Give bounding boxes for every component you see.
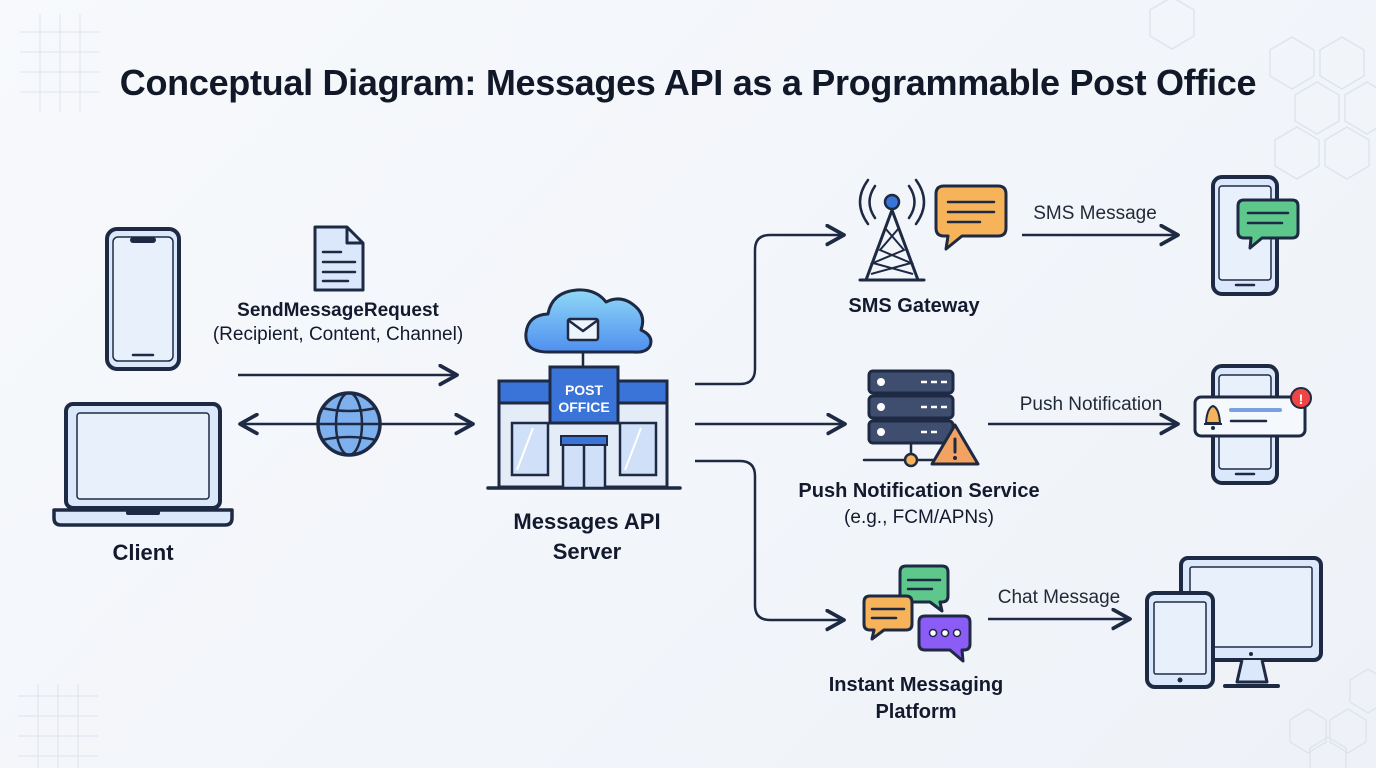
cloud-mail-icon <box>524 288 653 368</box>
desktop-monitor-icon <box>1179 556 1323 688</box>
client-smartphone-icon <box>105 227 181 371</box>
sms-recipient-phone-icon <box>1211 175 1300 296</box>
push-recipient-phone-icon <box>1193 364 1307 485</box>
client-label: Client <box>112 540 174 565</box>
warning-icon <box>930 423 980 466</box>
sms-gateway-label: SMS Gateway <box>848 295 980 317</box>
globe-icon <box>316 391 382 457</box>
server-label-line2: Server <box>552 539 622 564</box>
sms-bubble-icon <box>934 184 1008 251</box>
post-office-building-icon: POST OFFICE <box>486 365 682 490</box>
page-title: Conceptual Diagram: Messages API as a Pr… <box>119 62 1257 103</box>
server-rack-icon <box>862 369 960 468</box>
server-label-line1: Messages API <box>513 509 661 534</box>
push-service-sublabel: (e.g., FCM/APNs) <box>844 507 994 528</box>
branch-arrow-im <box>695 459 846 632</box>
branch-arrow-sms <box>695 223 846 386</box>
notification-badge-icon: ! <box>1290 387 1312 409</box>
tablet-icon <box>1145 591 1215 689</box>
background-hexagons <box>1149 0 1376 768</box>
sms-message-label: SMS Message <box>1033 203 1157 224</box>
client-laptop-icon <box>52 402 234 527</box>
im-platform-label-line2: Platform <box>875 701 957 723</box>
request-name-label: SendMessageRequest <box>237 300 439 321</box>
im-platform-label-line1: Instant Messaging <box>828 674 1004 696</box>
cell-tower-icon <box>858 178 926 282</box>
post-office-sign-line1: POST <box>565 382 604 398</box>
post-office-sign-line2: OFFICE <box>558 399 609 415</box>
background-grid-top <box>20 14 100 112</box>
push-service-label: Push Notification Service <box>798 480 1040 502</box>
push-notification-label: Push Notification <box>1019 394 1163 415</box>
request-fields-label: (Recipient, Content, Channel) <box>212 324 464 345</box>
notification-badge-text: ! <box>1299 391 1304 407</box>
background-grid-bottom <box>18 684 98 768</box>
document-icon <box>313 225 365 292</box>
chat-message-label: Chat Message <box>997 587 1121 608</box>
chat-bubbles-icon <box>862 564 972 663</box>
